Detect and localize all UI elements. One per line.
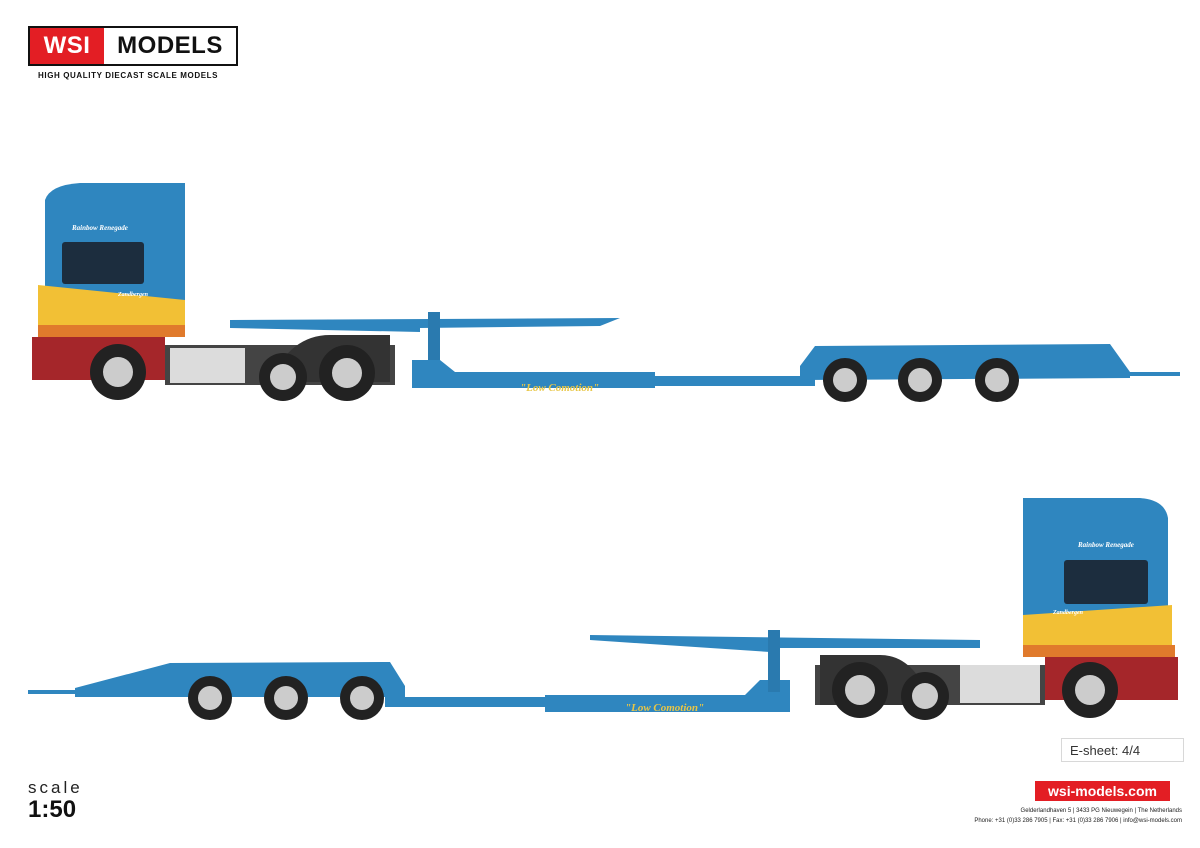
trailer-livery-text: "Low Comotion": [520, 382, 599, 394]
cab-yellow-stripe-2: [1023, 605, 1172, 648]
trailer-neck: [412, 360, 655, 388]
website-link[interactable]: wsi-models.com: [1035, 781, 1170, 801]
trailer-livery-text-2: "Low Comotion": [625, 702, 704, 714]
trailer-ramp-bar-2: [28, 690, 78, 694]
cab-livery-text-2b: Zandbergen: [1052, 610, 1084, 616]
cab-livery-text-1b: Rainbow Renegade: [1077, 541, 1134, 549]
scale-label: scale: [28, 778, 83, 797]
company-address: Gelderlandhaven 5 | 3433 PG Nieuwegein |…: [974, 806, 1182, 826]
gooseneck-post-2: [768, 630, 780, 692]
cab-orange-stripe: [38, 325, 185, 337]
trailer-neck-2: [545, 680, 790, 712]
logo-models-text: MODELS: [104, 28, 236, 64]
fuel-tank: [170, 348, 245, 383]
trailer-wheels-2: [188, 676, 384, 720]
cab-yellow-stripe: [38, 285, 185, 330]
trailer-lowbed: [655, 376, 815, 386]
address-line: Gelderlandhaven 5 | 3433 PG Nieuwegein |…: [1020, 808, 1182, 814]
truck-left-side: "Low Comotion" Rainbow Renegade Zandberg…: [32, 183, 1180, 402]
tractor-wheels: [90, 344, 375, 401]
upper-deck-2: [590, 635, 980, 652]
cab-window: [62, 242, 144, 284]
trailer-rear-deck: [800, 344, 1130, 380]
upper-deck: [230, 318, 620, 332]
trailer-wheels: [823, 358, 1019, 402]
scale-value: 1:50: [28, 796, 77, 823]
trailer-ramp-bar: [1130, 372, 1180, 376]
trailer-rear-deck-2: [75, 662, 405, 697]
truck-right-side: "Low Comotion" Rainbow Renegade Zandberg…: [28, 498, 1178, 720]
cab-livery-text-2: Zandbergen: [117, 292, 149, 298]
cab-window-2: [1064, 560, 1148, 604]
wsi-models-logo: WSI MODELS: [28, 26, 238, 66]
tractor-wheels-2: [832, 662, 1118, 720]
fuel-tank-2: [960, 665, 1040, 703]
gooseneck-post: [428, 312, 440, 372]
trailer-lowbed-2: [385, 697, 555, 707]
logo-wsi-text: WSI: [30, 28, 104, 64]
cab-orange-stripe-2: [1023, 645, 1175, 657]
tagline: HIGH QUALITY DIECAST SCALE MODELS: [38, 71, 219, 80]
e-sheet-label: E-sheet: 4/4: [1061, 738, 1184, 762]
contact-line: Phone: +31 (0)33 286 7905 | Fax: +31 (0)…: [974, 818, 1182, 824]
cab-livery-text-1: Rainbow Renegade: [71, 224, 128, 232]
